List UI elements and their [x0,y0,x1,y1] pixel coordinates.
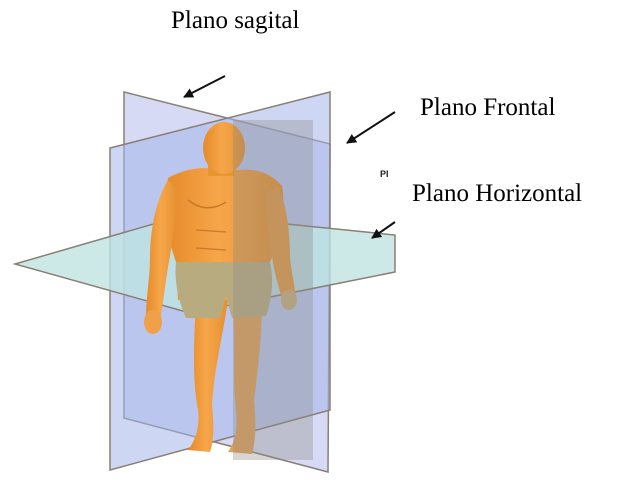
cropped-label-fragment: PI [380,169,389,179]
frontal-arrow [347,112,395,143]
sagittal-arrow [184,76,225,97]
